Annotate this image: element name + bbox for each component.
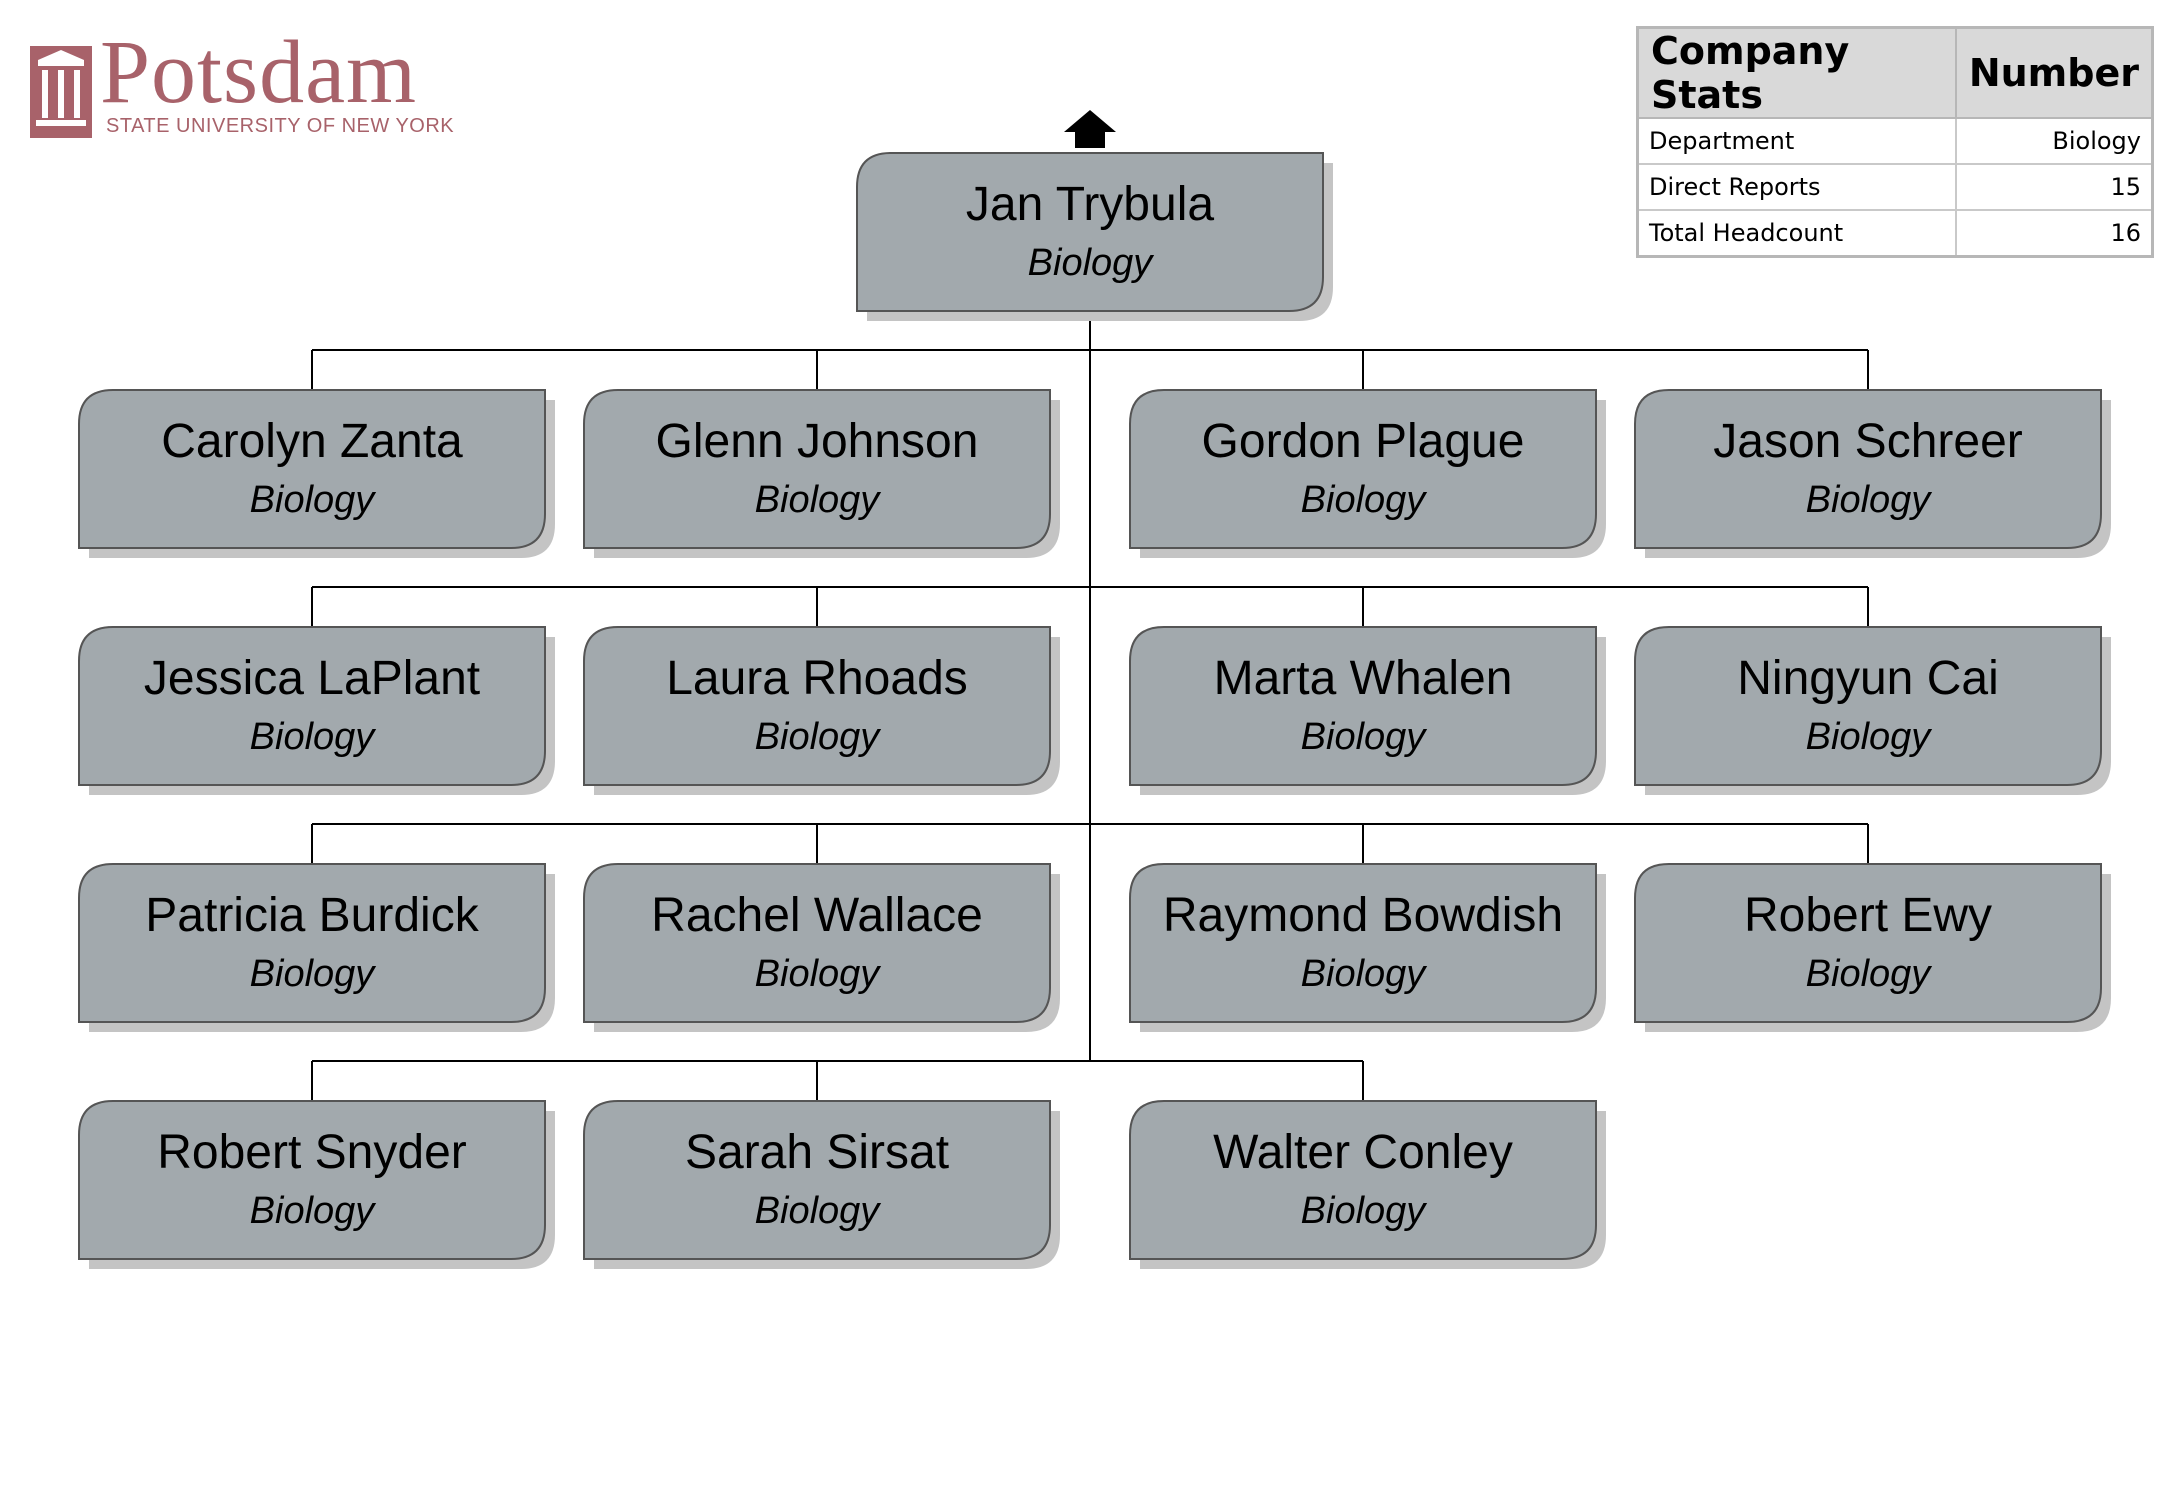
stats-row-label: Direct Reports xyxy=(1636,163,1957,211)
stats-row-label: Department xyxy=(1636,117,1957,165)
node-name: Robert Ewy xyxy=(1744,889,1992,942)
node-name: Carolyn Zanta xyxy=(161,415,463,468)
node-name: Jessica LaPlant xyxy=(144,652,480,705)
node-box xyxy=(856,152,1324,312)
node-dept: Biology xyxy=(755,479,882,521)
stats-row: Department Biology xyxy=(1636,117,2154,165)
node-name: Marta Whalen xyxy=(1214,652,1513,705)
node-dept: Biology xyxy=(1806,716,1933,758)
node-dept: Biology xyxy=(1806,953,1933,995)
node-dept: Biology xyxy=(1806,479,1933,521)
node-name: Sarah Sirsat xyxy=(685,1126,949,1179)
logo-subtitle: STATE UNIVERSITY OF NEW YORK xyxy=(106,115,455,137)
node-dept: Biology xyxy=(1301,953,1428,995)
node-name: Gordon Plague xyxy=(1202,415,1525,468)
node-name: Raymond Bowdish xyxy=(1163,889,1563,942)
stats-row: Direct Reports 15 xyxy=(1636,163,2154,211)
logo-wordmark: Potsdam xyxy=(100,23,418,122)
node-dept: Biology xyxy=(755,1190,882,1232)
node-dept: Biology xyxy=(250,1190,377,1232)
node-box xyxy=(1129,1100,1597,1260)
up-arrow-icon[interactable] xyxy=(1064,110,1116,148)
node-box xyxy=(78,389,546,549)
node-box xyxy=(1129,863,1597,1023)
university-seal-icon xyxy=(30,46,92,138)
stats-row: Total Headcount 16 xyxy=(1636,209,2154,258)
node-dept: Biology xyxy=(755,953,882,995)
node-dept: Biology xyxy=(1301,479,1428,521)
node-box xyxy=(78,863,546,1023)
node-dept: Biology xyxy=(1301,1190,1428,1232)
node-box xyxy=(1634,389,2102,549)
node-dept: Biology xyxy=(250,479,377,521)
node-box xyxy=(583,626,1051,786)
stats-header-row: Company Stats Number xyxy=(1636,26,2154,119)
node-box xyxy=(583,389,1051,549)
company-stats-table: Company Stats Number Department Biology … xyxy=(1636,26,2154,258)
node-name: Laura Rhoads xyxy=(666,652,968,705)
potsdam-logo: Potsdam STATE UNIVERSITY OF NEW YORK xyxy=(30,28,454,140)
node-name: Glenn Johnson xyxy=(656,415,979,468)
node-box xyxy=(1634,863,2102,1023)
stats-header-label: Company Stats xyxy=(1636,26,1957,119)
node-name: Rachel Wallace xyxy=(651,889,983,942)
stats-row-value: 16 xyxy=(1954,209,2154,258)
node-dept: Biology xyxy=(755,716,882,758)
node-box xyxy=(583,863,1051,1023)
node-box xyxy=(1129,626,1597,786)
node-box xyxy=(78,626,546,786)
node-box xyxy=(1634,626,2102,786)
node-dept: Biology xyxy=(1301,716,1428,758)
node-name: Ningyun Cai xyxy=(1737,652,1998,705)
node-name: Walter Conley xyxy=(1213,1126,1513,1179)
stats-header-value: Number xyxy=(1954,26,2154,119)
node-dept: Biology xyxy=(1028,242,1155,284)
stats-row-value: Biology xyxy=(1954,117,2154,165)
connector-lines xyxy=(311,311,1869,1101)
node-box xyxy=(78,1100,546,1260)
stats-row-value: 15 xyxy=(1954,163,2154,211)
node-name: Robert Snyder xyxy=(157,1126,467,1179)
node-name: Jan Trybula xyxy=(966,178,1214,231)
stats-row-label: Total Headcount xyxy=(1636,209,1957,258)
node-box xyxy=(1129,389,1597,549)
node-name: Patricia Burdick xyxy=(145,889,479,942)
node-dept: Biology xyxy=(250,716,377,758)
node-name: Jason Schreer xyxy=(1713,415,2023,468)
node-dept: Biology xyxy=(250,953,377,995)
node-box xyxy=(583,1100,1051,1260)
